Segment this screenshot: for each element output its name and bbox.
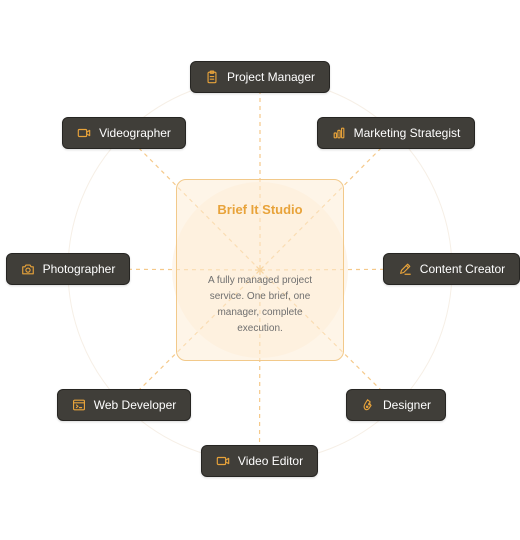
node-photographer[interactable]: Photographer — [6, 253, 130, 285]
camera-icon — [21, 262, 35, 276]
node-label: Project Manager — [226, 70, 316, 84]
clipboard-icon — [205, 70, 219, 84]
node-video-editor[interactable]: Video Editor — [201, 445, 318, 477]
node-marketing-strategist[interactable]: Marketing Strategist — [317, 117, 475, 149]
node-label: Photographer — [42, 262, 116, 276]
node-project-manager[interactable]: Project Manager — [190, 61, 330, 93]
center-description: A fully managed project service. One bri… — [208, 275, 312, 334]
node-label: Designer — [382, 398, 432, 412]
palette-icon — [361, 398, 375, 412]
node-designer[interactable]: Designer — [346, 389, 446, 421]
node-content-creator[interactable]: Content Creator — [383, 253, 520, 285]
bar-chart-icon — [332, 126, 346, 140]
node-videographer[interactable]: Videographer — [62, 117, 186, 149]
node-label: Marketing Strategist — [353, 126, 461, 140]
node-label: Videographer — [99, 126, 171, 140]
center-title: Brief It Studio — [217, 202, 303, 217]
node-label: Content Creator — [419, 262, 506, 276]
code-window-icon — [72, 398, 86, 412]
video-camera-icon — [216, 454, 230, 468]
node-label: Video Editor — [237, 454, 304, 468]
node-web-developer[interactable]: Web Developer — [57, 389, 191, 421]
node-label: Web Developer — [93, 398, 177, 412]
video-camera-icon — [77, 126, 91, 140]
center-card: Brief It Studio A fully managed project … — [176, 179, 344, 361]
pencil-icon — [398, 262, 412, 276]
